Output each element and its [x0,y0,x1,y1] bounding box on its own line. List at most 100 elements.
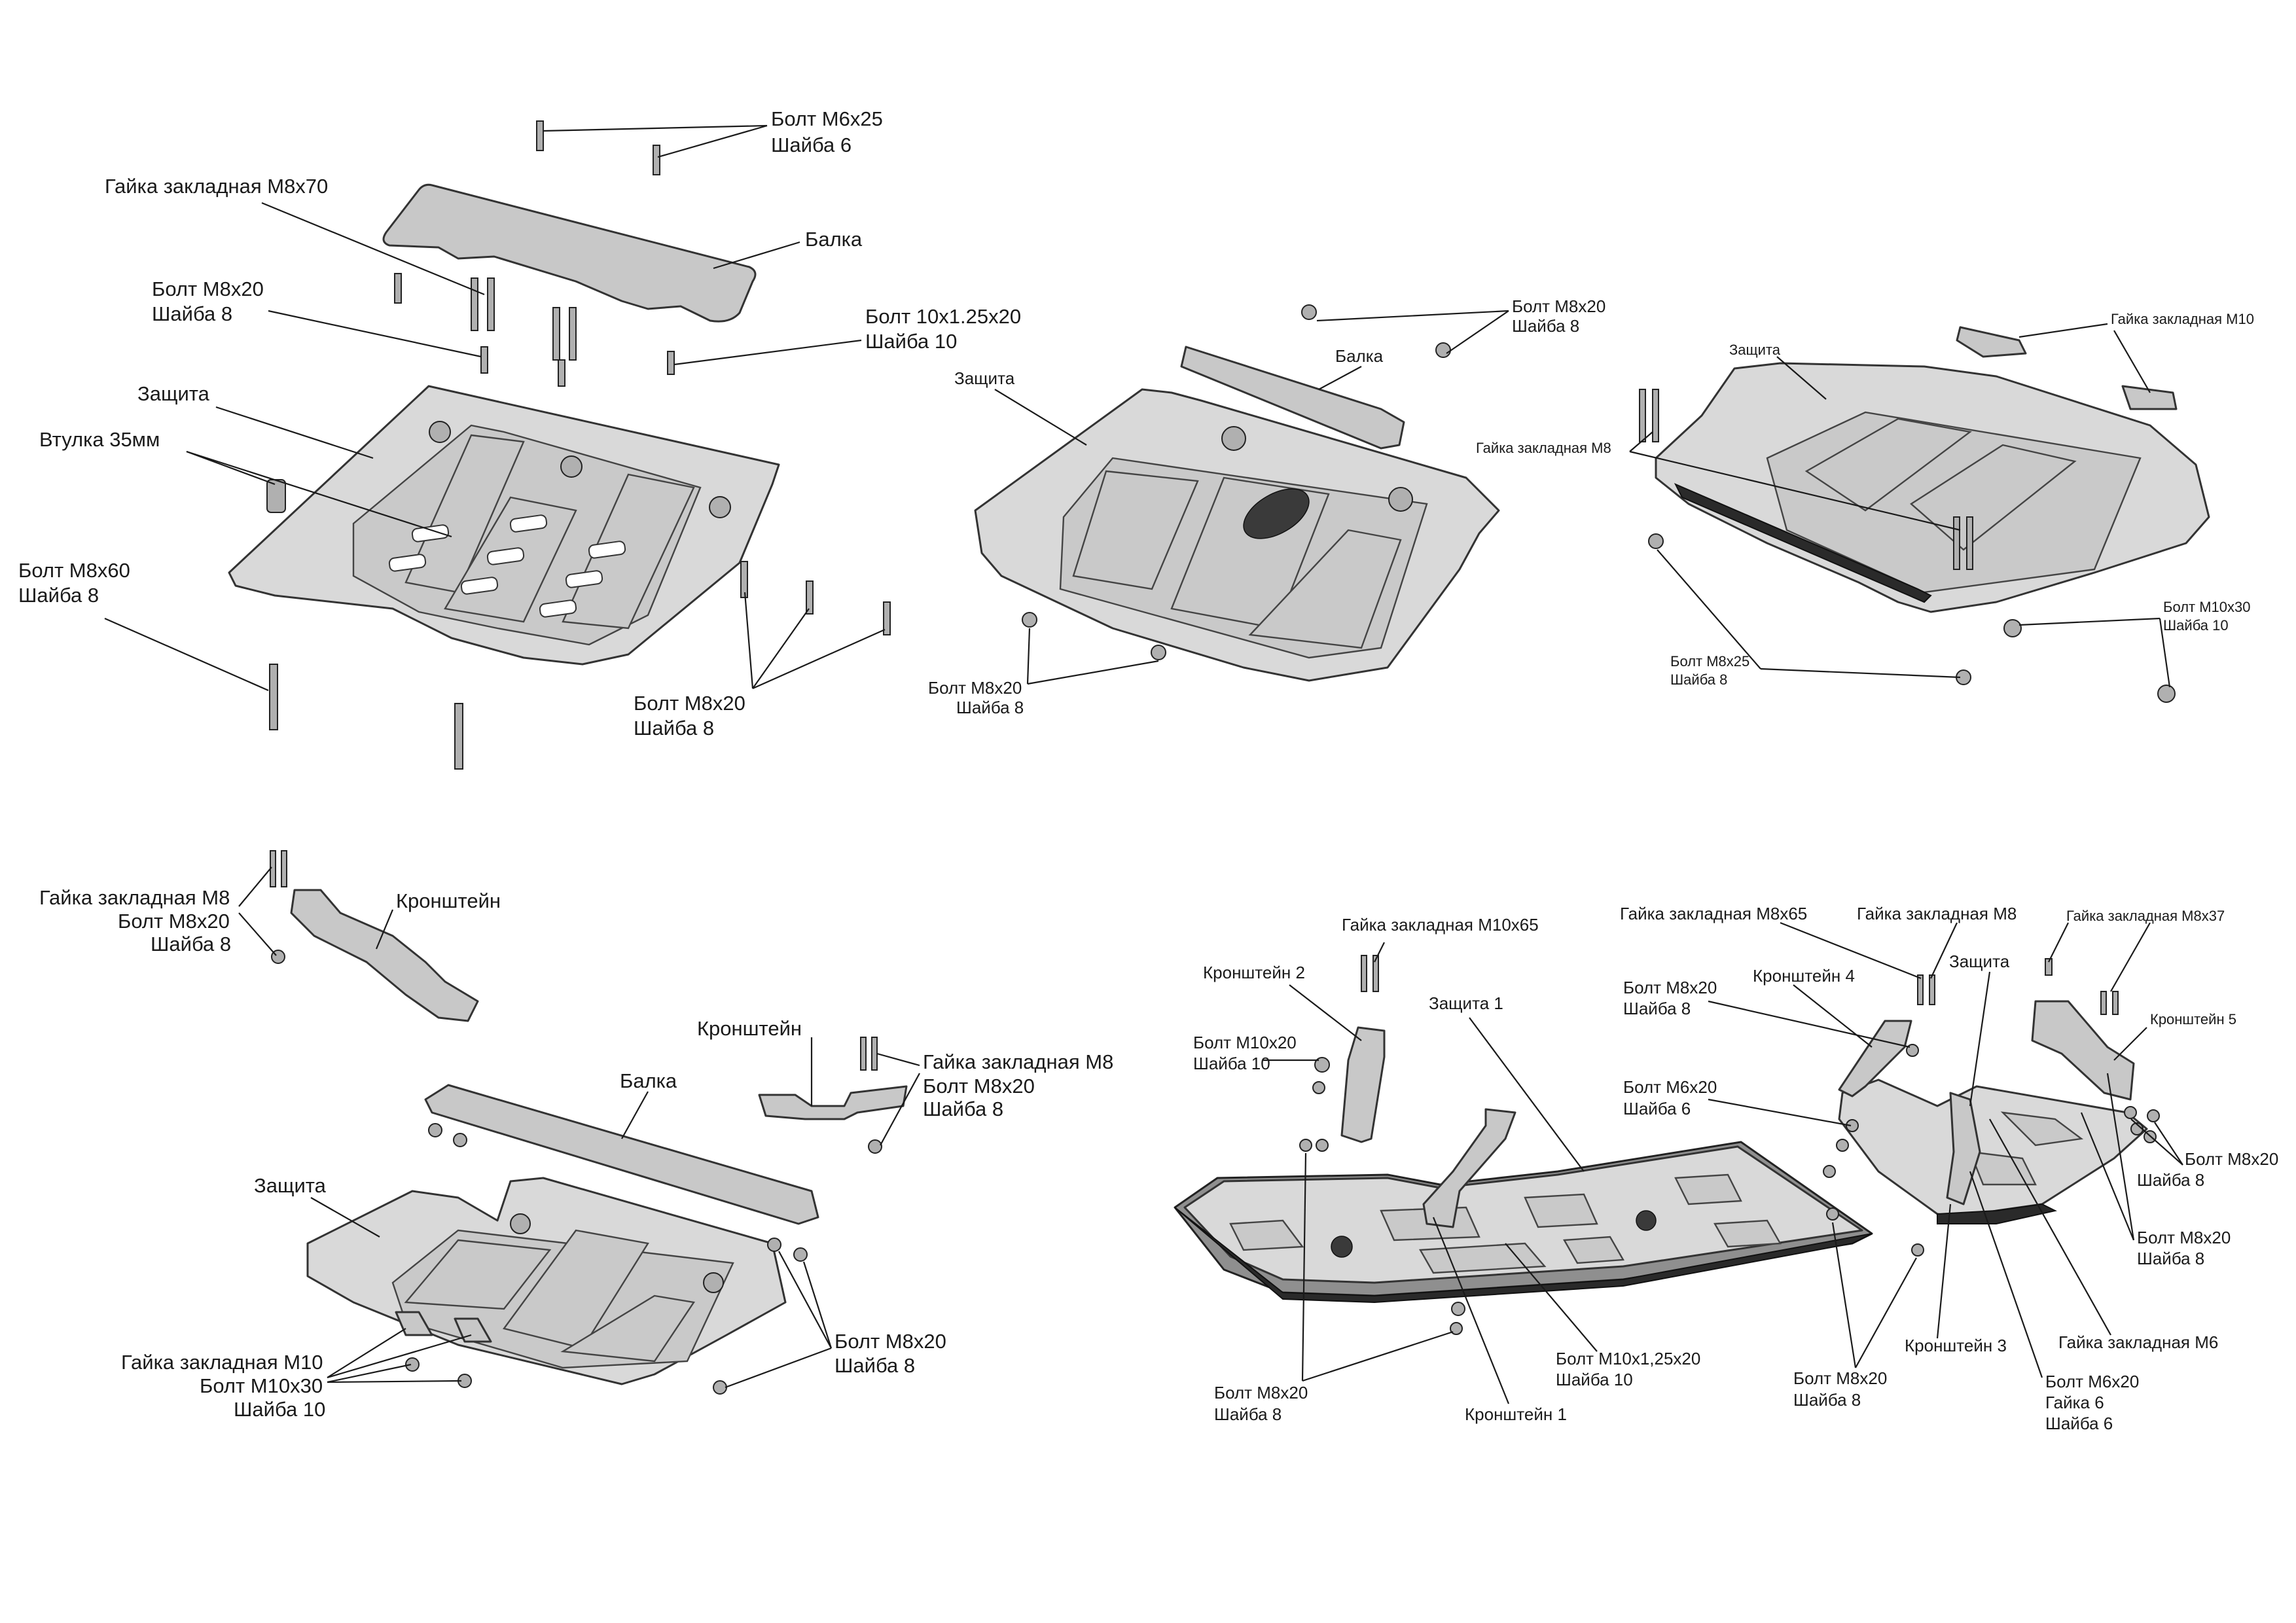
bolt [269,664,278,730]
label-washer-8: Шайба 8 [1512,316,1579,336]
insert-nut [1639,389,1646,442]
insert-nut-plate [454,1317,492,1343]
guard-edge [1174,1207,1873,1304]
bolt-head [2147,1109,2160,1122]
label-bolt-10x125x20: Болт 10х1.25х20 [865,305,1021,328]
insert-nut [487,277,495,331]
insert-nut-plate [2121,385,2178,410]
mount-boss [703,1272,724,1293]
slot [411,524,450,543]
bolt-head [1299,1139,1312,1152]
label-guard: Защита [1949,952,2010,971]
bushing [266,479,286,513]
bolt-head [2124,1106,2137,1119]
bracket-1-part [1422,1108,1516,1228]
slot [486,547,525,565]
label-bolt-m8x20b: Болт М8х20 [634,692,745,715]
guard-rib-7 [1563,1236,1624,1264]
panel-4: Гайка закладная М8 Болт М8х20 Шайба 8 Кр… [39,850,1113,1421]
guard-edge [1674,482,1932,603]
label-insert-nut-m8b: Гайка закладная М8 [923,1050,1113,1073]
drain-opening [1243,488,1310,539]
label-washer-10: Шайба 10 [865,330,957,353]
label-beam: Балка [1335,346,1384,366]
bolt-head [1836,1139,1849,1152]
slot [539,599,577,618]
insert-nut [2112,991,2119,1015]
guard-plate [1838,1079,2148,1219]
insert-nut [1652,389,1659,442]
leader-lines [1629,323,2171,688]
mount-boss [1221,426,1246,451]
mount-boss [429,421,451,443]
insert-nut [860,1037,867,1071]
bolt [653,145,660,175]
label-washer-6b: Шайба 6 [2045,1414,2113,1433]
label-washer-8c: Шайба 8 [834,1354,915,1377]
slot [565,570,603,588]
guard-rib-1 [1072,470,1199,590]
insert-nut [281,850,287,887]
insert-nut [569,307,577,361]
guard-rib-6 [1419,1242,1547,1274]
label-bolt-m10x30: Болт М10х30 [2163,599,2250,615]
label-guard: Защита [254,1174,327,1197]
bolt [558,359,565,387]
label-bolt-m8x25: Болт М8х25 [1670,653,1749,669]
guard-rib-2 [1910,444,2077,551]
label-bolt-m6x25: Болт М6х25 [771,107,883,130]
bolt-head [428,1123,442,1137]
label-washer-6: Шайба 6 [771,134,852,156]
guard-rib-4 [1674,1173,1742,1205]
label-bolt-m8x20b: Болт М8х20 [923,1075,1035,1097]
bolt-head [2003,619,2022,637]
label-guard: Защита [1729,342,1781,358]
label-bracket-2: Кронштейн 2 [1203,963,1305,982]
guard-rib-2 [1969,1150,2037,1186]
beam-part [424,1084,819,1225]
bolt-head [453,1133,467,1147]
label-nut-6: Гайка 6 [2045,1393,2104,1412]
guard-rib-5 [1713,1219,1782,1248]
guard-rib-3 [1248,529,1402,649]
label-bolt-m8x20: Болт М8х20 [152,277,264,300]
label-washer-8b: Шайба 8 [923,1097,1003,1120]
label-washer-8b: Шайба 8 [1623,999,1691,1018]
insert-nut [1361,955,1367,992]
label-bolt-m8x20b: Болт М8х20 [928,678,1022,698]
panel-3: Защита Гайка закладная М10 Гайка закладн… [1476,311,2254,703]
guard-rib-3 [560,1294,696,1363]
insert-nut [471,277,478,331]
leader-lines [104,124,886,692]
label-beam: Балка [620,1069,677,1092]
bolt [883,601,891,635]
label-bracket-3: Кронштейн 3 [1905,1336,2007,1355]
label-insert-nut-m6: Гайка закладная М6 [2058,1332,2218,1352]
bolt-head [1435,342,1451,358]
label-washer-8b: Шайба 8 [956,698,1024,717]
bolt-head [1314,1057,1330,1073]
label-insert-nut-m8x37: Гайка закладная М8х37 [2066,908,2225,924]
label-guard: Защита [954,368,1015,388]
guard-rib-1 [404,1239,552,1310]
beam-part [1180,346,1405,450]
label-bolt-m8x20: Болт М8х20 [118,910,230,933]
insert-nut [552,307,560,361]
panel-1: Болт М6х25 Шайба 6 Гайка закладная М8х70… [18,107,1021,770]
insert-nut [1966,516,1973,570]
label-insert-nut-m10x65: Гайка закладная М10х65 [1342,915,1539,935]
panel-5: Гайка закладная М10х65 Кронштейн 2 Защит… [1174,904,2278,1433]
label-insert-nut-m8: Гайка закладная М8 [1476,440,1611,456]
label-bolt-m8x20d: Болт М8х20 [2137,1228,2231,1247]
bolt-head [1451,1302,1465,1316]
label-insert-nut-m10: Гайка закладная М10 [2111,311,2254,327]
label-insert-nut-m8: Гайка закладная М8 [39,886,230,909]
bolt-head [1826,1207,1839,1221]
bolt-head [1846,1119,1859,1132]
bracket-4-part [1838,1020,1912,1097]
label-washer-10: Шайба 10 [1193,1054,1270,1073]
insert-nut [2100,991,2107,1015]
insert-nut [1917,974,1924,1005]
label-washer-8c: Шайба 8 [2137,1170,2204,1190]
label-insert-nut-m8x70: Гайка закладная М8х70 [105,175,328,198]
